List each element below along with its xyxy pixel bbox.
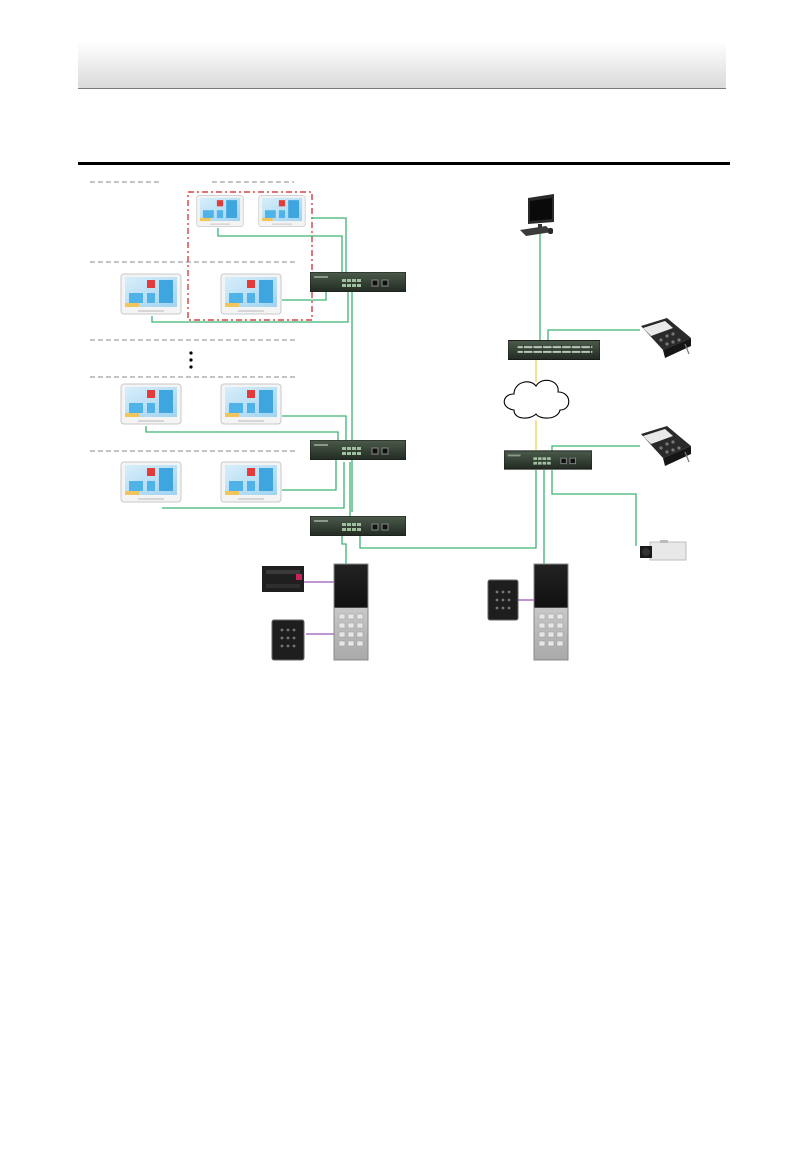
indoor-monitor-floor-n-left [121,384,181,424]
indoor-monitor-floor-n-right [221,384,281,424]
network-cloud-icon [504,380,569,418]
indoor-monitor-floor-1-right [221,462,281,502]
card-reader-left [272,620,304,660]
poe-switch-bottom [310,516,406,536]
indoor-monitor-floor-2-right [221,274,281,314]
core-switch [508,340,600,359]
indoor-extension-top-right [259,196,305,227]
indoor-monitor-floor-1-left [121,462,181,502]
indoor-extension-top-left [197,196,243,227]
poe-switch-top [310,272,406,292]
poe-switch-middle [310,440,406,460]
master-station-access [641,426,691,466]
door-station-right [534,564,568,660]
door-station-left [334,564,368,660]
ethernet-cables [146,218,640,566]
master-station-core [641,318,691,358]
ip-camera [640,540,686,560]
client-pc [520,194,554,236]
more-floors-ellipsis [189,351,192,368]
distributed-controller [262,566,304,592]
indoor-monitor-floor-2-left [121,274,181,314]
access-switch [504,451,592,469]
card-reader-right [488,580,518,620]
